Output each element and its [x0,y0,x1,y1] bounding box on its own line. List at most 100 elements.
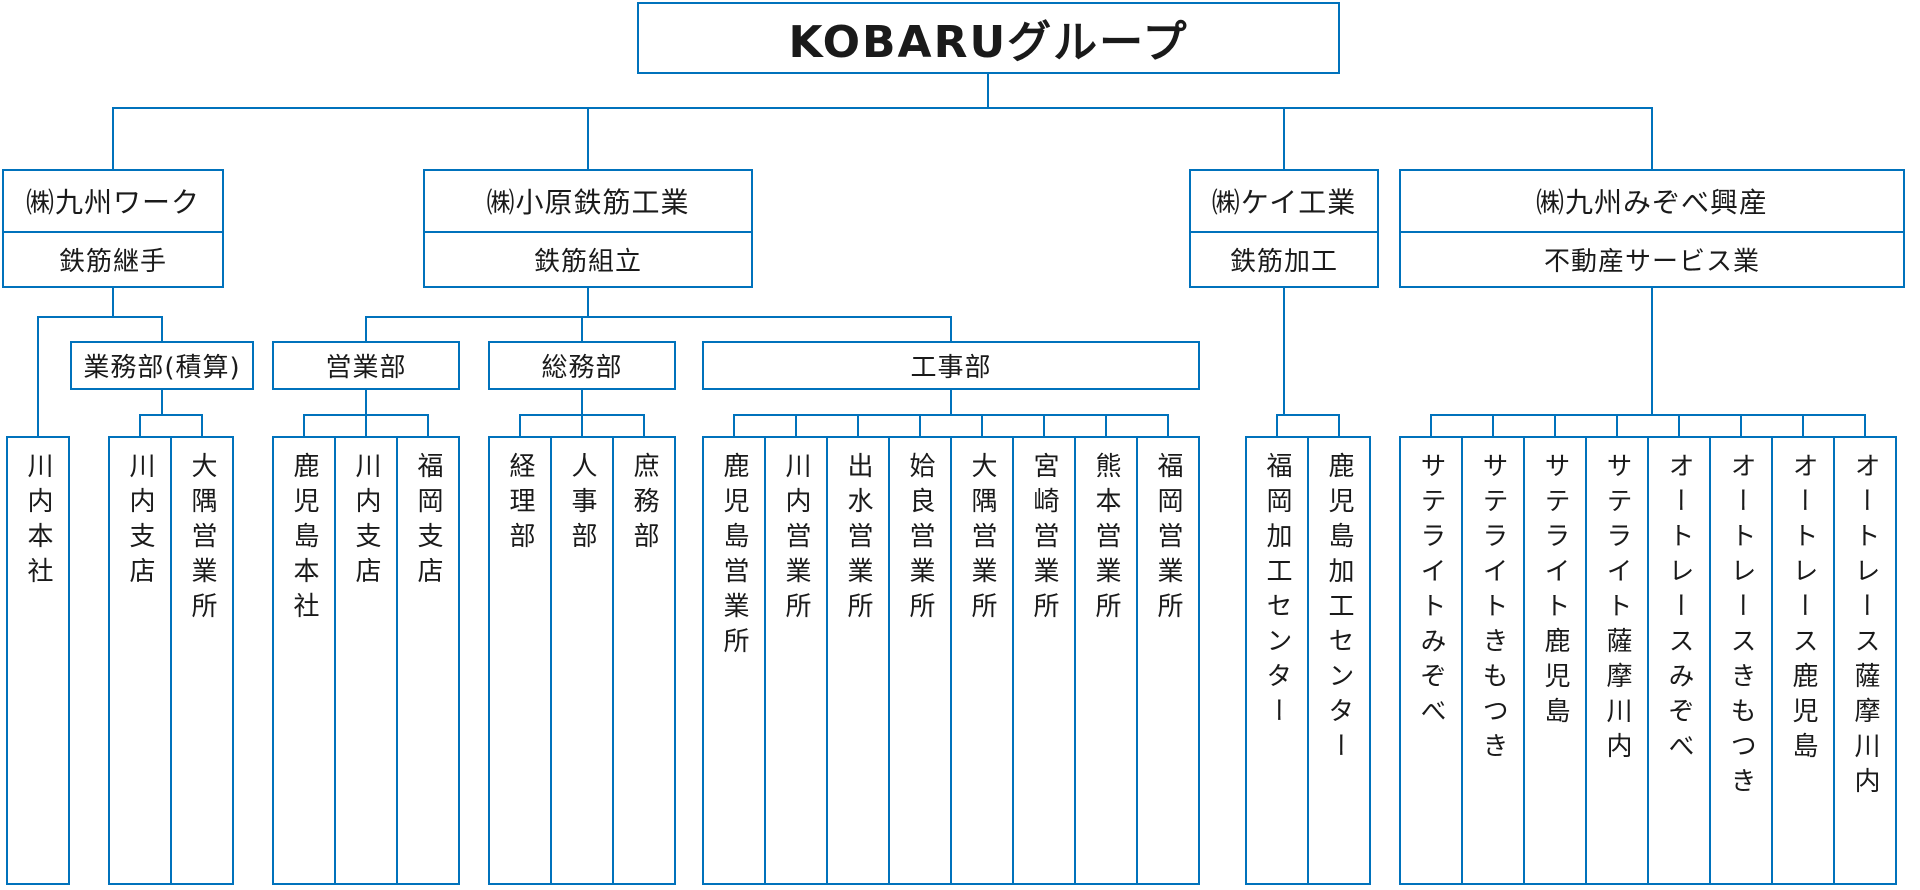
connector-line [1651,107,1653,169]
office-label: 宮崎営業所 [1029,452,1059,627]
connector-line [139,414,141,438]
dept-somu-label: 総務部 [541,353,623,383]
office-label: 川内営業所 [781,452,811,627]
connector-line [950,316,952,343]
office-label: サテライト鹿児島 [1540,452,1570,732]
company-kyushu-work: ㈱九州ワーク 鉄筋継手 [2,169,224,288]
satellite-mizobe: サテライトみぞべ [1399,436,1463,885]
office-kawauchi-head-office: 川内本社 [6,436,70,885]
satellite-kimotsuki: サテライトきもつき [1461,436,1525,885]
company-kyushu-work-business: 鉄筋継手 [58,247,167,277]
office-osumi-sales-koji: 大隅営業所 [950,436,1014,885]
connector-line [587,288,589,318]
company-kyushu-mizobe-business: 不動産サービス業 [1543,247,1760,277]
office-label: 川内支店 [125,452,155,592]
office-label: 出水営業所 [843,452,873,627]
dept-koji-label: 工事部 [910,353,992,383]
office-kawauchi-sales: 川内営業所 [764,436,828,885]
company-kobaru-tekkin-name: ㈱小原鉄筋工業 [425,171,751,233]
office-label: 川内支店 [351,452,381,592]
office-label: 大隅営業所 [187,452,217,627]
connector-line [981,414,983,438]
office-fukuoka-branch: 福岡支店 [396,436,460,885]
office-miyazaki-sales: 宮崎営業所 [1012,436,1076,885]
office-label: 川内本社 [23,452,53,592]
connector-line [1276,414,1278,438]
group-title-box: KOBARUグループ [637,2,1340,74]
connector-line [1276,414,1340,416]
connector-line [365,390,367,416]
office-izumi-sales: 出水営業所 [826,436,890,885]
connector-line [112,288,114,318]
dept-somu: 総務部 [488,341,676,390]
office-label: サテライトみぞべ [1416,452,1446,732]
center-kagoshima-processing: 鹿児島加工センター [1307,436,1371,885]
group-title: KOBARUグループ [788,17,1189,68]
connector-line [919,414,921,438]
office-label: 鹿児島本社 [289,452,319,627]
connector-line [139,414,203,416]
autorace-kimotsuki: オートレースきもつき [1709,436,1773,885]
connector-line [581,316,583,343]
connector-line [519,414,521,438]
connector-line [427,414,429,438]
office-label: オートレース薩摩川内 [1850,452,1880,802]
office-label: 福岡営業所 [1153,452,1183,627]
center-fukuoka-processing: 福岡加工センター [1245,436,1309,885]
connector-line [950,390,952,416]
connector-line [587,107,589,169]
connector-line [1105,414,1107,438]
connector-line [1283,288,1285,416]
connector-line [1430,414,1432,438]
company-kobaru-tekkin-business: 鉄筋組立 [533,247,642,277]
company-kei-kogyo-name: ㈱ケイ工業 [1191,171,1377,233]
office-kumamoto-sales: 熊本営業所 [1074,436,1138,885]
connector-line [112,107,114,169]
office-label: 姶良営業所 [905,452,935,627]
office-osumi-sales: 大隅営業所 [170,436,234,885]
dept-gyomu: 業務部(積算) [70,341,254,390]
office-aira-sales: 姶良営業所 [888,436,952,885]
connector-line [365,316,367,343]
office-label: 経理部 [505,452,535,557]
office-label: 庶務部 [629,452,659,557]
connector-line [581,414,583,438]
office-label: 福岡加工センター [1262,452,1292,732]
connector-line [303,414,305,438]
satellite-kagoshima: サテライト鹿児島 [1523,436,1587,885]
connector-line [1043,414,1045,438]
connector-line [161,316,163,343]
company-kobaru-tekkin: ㈱小原鉄筋工業 鉄筋組立 [423,169,753,288]
connector-line [365,316,952,318]
office-label: 鹿児島加工センター [1324,452,1354,767]
autorace-kagoshima: オートレース鹿児島 [1771,436,1835,885]
connector-line [37,316,39,438]
connector-line [581,390,583,416]
company-kei-kogyo-business: 鉄筋加工 [1229,247,1338,277]
section-keiri: 経理部 [488,436,552,885]
company-kei-kogyo: ㈱ケイ工業 鉄筋加工 [1189,169,1379,288]
office-label: 鹿児島営業所 [719,452,749,662]
company-kyushu-mizobe-name: ㈱九州みぞべ興産 [1401,171,1903,233]
connector-line [1864,414,1866,438]
office-label: オートレースみぞべ [1664,452,1694,767]
section-jinji: 人事部 [550,436,614,885]
autorace-mizobe: オートレースみぞべ [1647,436,1711,885]
company-kyushu-work-name: ㈱九州ワーク [4,171,222,233]
office-label: サテライトきもつき [1478,452,1508,767]
connector-line [857,414,859,438]
office-kagoshima-head-office: 鹿児島本社 [272,436,336,885]
connector-line [1338,414,1340,438]
connector-line [201,414,203,438]
connector-line [1283,107,1285,169]
connector-line [1554,414,1556,438]
connector-line [643,414,645,438]
dept-eigyo-label: 営業部 [325,353,407,383]
dept-eigyo: 営業部 [272,341,460,390]
office-kagoshima-sales: 鹿児島営業所 [702,436,766,885]
office-fukuoka-sales: 福岡営業所 [1136,436,1200,885]
connector-line [37,316,163,318]
company-kyushu-mizobe: ㈱九州みぞべ興産 不動産サービス業 [1399,169,1905,288]
connector-line [1167,414,1169,438]
